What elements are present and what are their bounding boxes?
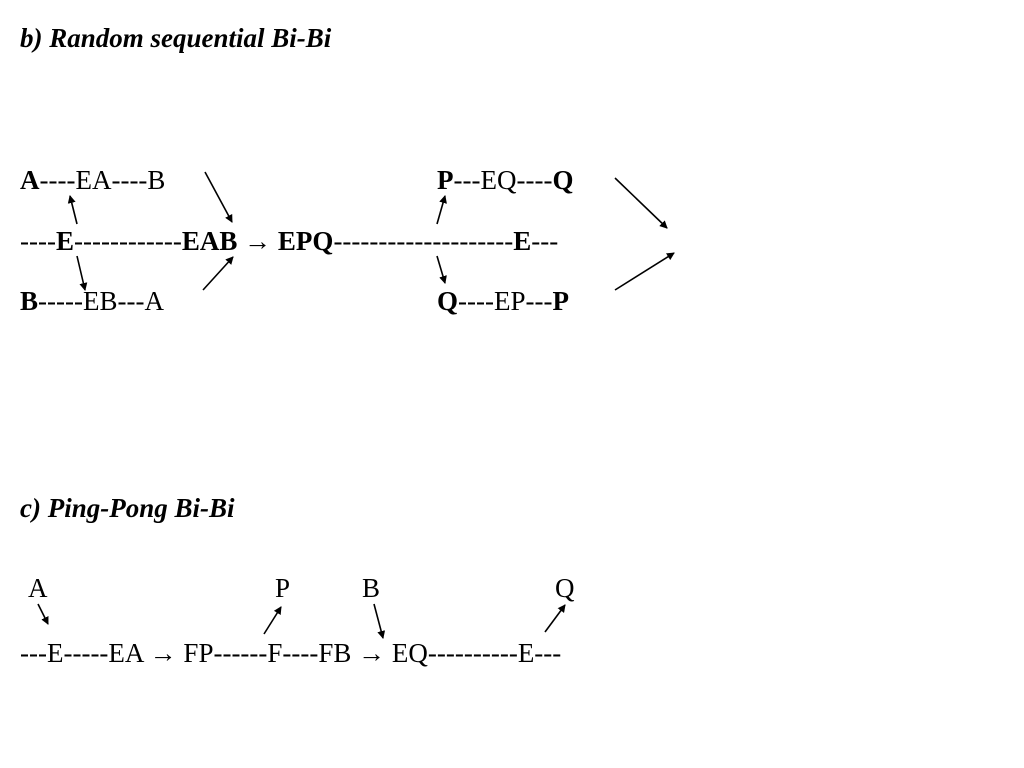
arrow-p-to-e — [614, 252, 675, 291]
pingpong-label-q: Q — [555, 573, 575, 603]
arrow-a-to-e-pingpong — [37, 603, 49, 625]
row3-right: Q----EP---P — [437, 288, 569, 315]
row2-tail: --- — [531, 226, 559, 256]
arrow-eq-to-q — [544, 604, 566, 633]
substrate-a: A — [20, 165, 40, 195]
pingpong-label-b: B — [362, 573, 381, 603]
row2-lead: ---- — [20, 226, 56, 256]
arrow-epq-to-q — [436, 255, 447, 284]
row1-right-path: ---EQ---- — [453, 165, 553, 195]
arrow-epq-to-p — [436, 195, 447, 225]
complex-eab: EAB — [181, 226, 238, 256]
arrow-b-to-eab — [204, 171, 233, 223]
arrow-e-to-a — [67, 195, 78, 225]
complex-epq: EPQ — [277, 226, 334, 256]
row1-left: A----EA----B — [20, 167, 165, 194]
section-b-title: b) Random sequential Bi-Bi — [20, 23, 332, 53]
enzyme-e-left: E — [55, 226, 74, 256]
row2-arrow: → — [244, 226, 272, 256]
arrow-a-to-eab — [202, 256, 234, 291]
enzyme-e-right: E — [513, 226, 532, 256]
pingpong-label-p: P — [275, 573, 291, 603]
arrow-fp-to-p — [263, 606, 282, 635]
product-p: P — [437, 165, 454, 195]
substrate-b: B — [20, 286, 39, 316]
row2-dash1: ------------ — [73, 226, 182, 256]
row1-left-path: ----EA----B — [39, 165, 166, 195]
arrow-q-to-e — [614, 177, 668, 229]
arrow-b-to-fb — [373, 603, 386, 639]
pingpong-path: ---E-----EA → FP------F----FB → EQ------… — [20, 638, 562, 668]
product-q-bottom: Q — [437, 286, 459, 316]
row3-left: B-----EB---A — [20, 288, 164, 315]
pingpong-label-a: A — [28, 573, 48, 603]
row2-main-path: ----E------------EAB → EPQ--------------… — [20, 228, 558, 255]
row2-dash2: -------------------- — [333, 226, 514, 256]
product-q: Q — [552, 165, 574, 195]
arrow-e-to-b — [76, 255, 88, 291]
row3-left-path: -----EB---A — [38, 286, 164, 316]
section-c-title: c) Ping-Pong Bi-Bi — [20, 493, 235, 523]
row1-right: P---EQ----Q — [437, 167, 573, 194]
product-p-bottom: P — [552, 286, 569, 316]
row3-right-path: ----EP--- — [458, 286, 553, 316]
